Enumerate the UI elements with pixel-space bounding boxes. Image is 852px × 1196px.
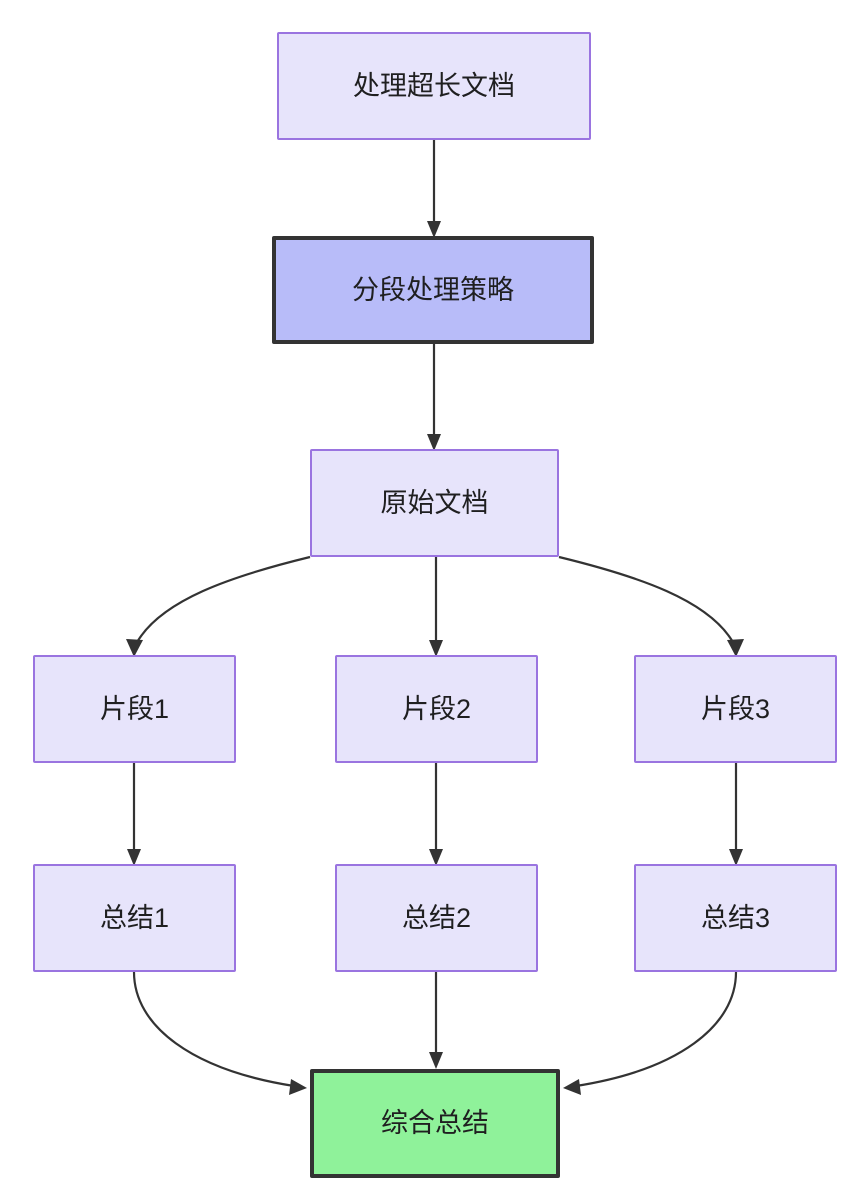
- edge-n3-n5: [429, 557, 443, 657]
- node-label: 原始文档: [380, 487, 489, 518]
- edge-n3-n6: [558, 555, 744, 657]
- edge-n7-n10: [132, 971, 307, 1095]
- node-summary-3[interactable]: 总结3: [634, 864, 837, 972]
- edge-n9-n10: [563, 971, 738, 1095]
- node-label: 分段处理策略: [352, 274, 514, 305]
- node-fragment-2[interactable]: 片段2: [335, 655, 538, 763]
- node-label: 总结2: [401, 902, 472, 933]
- edge-n5-n8: [429, 763, 443, 866]
- node-final-summary[interactable]: 综合总结: [310, 1069, 560, 1178]
- edge-n8-n10: [429, 972, 443, 1069]
- node-label: 片段3: [700, 693, 771, 724]
- edge-n4-n7: [127, 763, 141, 866]
- node-original-document[interactable]: 原始文档: [310, 449, 559, 557]
- node-fragment-1[interactable]: 片段1: [33, 655, 236, 763]
- node-label: 总结3: [700, 902, 771, 933]
- node-label: 综合总结: [381, 1108, 489, 1139]
- node-fragment-3[interactable]: 片段3: [634, 655, 837, 763]
- node-chunking-strategy[interactable]: 分段处理策略: [272, 236, 594, 344]
- node-label: 总结1: [99, 902, 170, 933]
- edge-n3-n4: [126, 555, 311, 657]
- edge-n6-n9: [729, 763, 743, 866]
- node-label: 处理超长文档: [353, 70, 515, 101]
- node-summary-2[interactable]: 总结2: [335, 864, 538, 972]
- node-summary-1[interactable]: 总结1: [33, 864, 236, 972]
- node-label: 片段2: [401, 693, 472, 724]
- edge-n1-n2: [427, 140, 441, 238]
- node-process-long-document[interactable]: 处理超长文档: [277, 32, 591, 140]
- edge-n2-n3: [427, 344, 441, 451]
- node-label: 片段1: [99, 693, 170, 724]
